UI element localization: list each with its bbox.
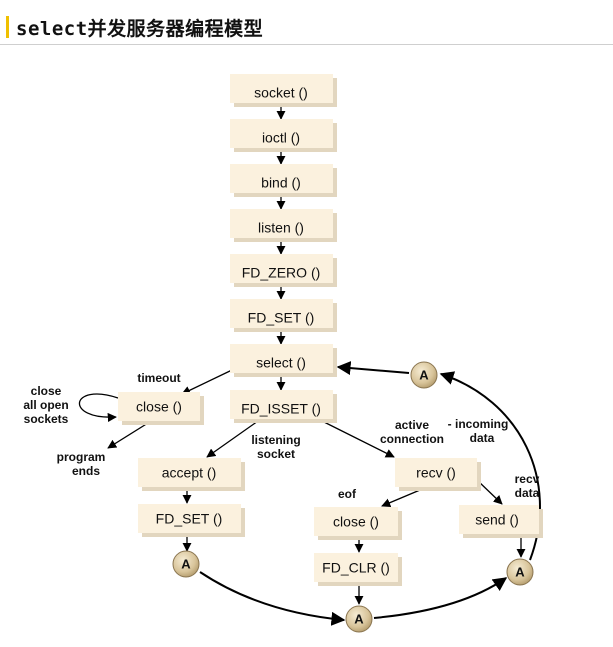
label-incoming-2: data (470, 431, 495, 445)
edge-fdisset-recv (321, 420, 395, 458)
connector-right: A (506, 558, 534, 586)
node-ioctl-label: ioctl () (262, 130, 300, 146)
node-close-eof: close () (314, 507, 402, 540)
label-close-all-3: sockets (24, 412, 69, 426)
node-fd-zero-label: FD_ZERO () (242, 265, 321, 281)
node-close-timeout-label: close () (136, 399, 182, 415)
node-send: send () (459, 505, 543, 538)
connector-bottom-label: A (354, 611, 364, 626)
label-active-1: active (395, 418, 429, 432)
title-bar: select并发服务器编程模型 (0, 0, 613, 46)
label-close-all-1: close (31, 384, 62, 398)
node-fd-isset-label: FD_ISSET () (241, 401, 321, 417)
node-recv: recv () (395, 458, 481, 491)
label-recv-data-1: recv (515, 472, 540, 486)
edge-close-program-ends (107, 422, 149, 449)
edge-arc-left-bottom (199, 571, 346, 626)
node-fd-set-accept: FD_SET () (138, 504, 245, 537)
node-fd-set-accept-label: FD_SET () (156, 511, 223, 527)
node-close-timeout: close () (118, 392, 204, 425)
connector-top-label: A (419, 367, 429, 382)
node-select: select () (230, 344, 337, 377)
node-socket-label: socket () (254, 85, 308, 101)
label-program-ends-2: ends (72, 464, 100, 478)
node-bind-label: bind () (261, 175, 301, 191)
title-divider (0, 44, 613, 45)
node-send-label: send () (475, 512, 519, 528)
connector-right-label: A (515, 564, 525, 579)
label-timeout: timeout (137, 371, 180, 385)
node-fd-clr: FD_CLR () (314, 553, 402, 586)
label-program-ends-1: program (57, 450, 106, 464)
page-title: select并发服务器编程模型 (16, 18, 264, 40)
node-accept-label: accept () (162, 465, 216, 481)
label-incoming-1: - incoming (448, 417, 509, 431)
nodes: socket () ioctl () bind () listen () FD_… (118, 74, 543, 586)
label-listening-1: listening (251, 433, 300, 447)
label-active-2: connection (380, 432, 444, 446)
node-listen: listen () (230, 209, 337, 242)
node-close-eof-label: close () (333, 514, 379, 530)
node-fd-clr-label: FD_CLR () (322, 560, 390, 576)
connector-bottom: A (345, 605, 373, 633)
edge-arc-bottom-right (373, 577, 508, 619)
edges (78, 105, 541, 626)
node-bind: bind () (230, 164, 337, 197)
label-eof: eof (338, 487, 357, 501)
edge-connector-select (336, 361, 410, 376)
edge-select-close (181, 369, 233, 395)
node-listen-label: listen () (258, 220, 304, 236)
edge-recv-close (381, 489, 421, 508)
connector-left: A (172, 550, 200, 578)
label-recv-data-2: data (515, 486, 540, 500)
label-listening-2: socket (257, 447, 295, 461)
connectors: A A A A (172, 361, 534, 633)
node-fd-set-main: FD_SET () (230, 299, 337, 332)
title-accent (6, 16, 9, 38)
node-recv-label: recv () (416, 465, 456, 481)
node-select-label: select () (256, 355, 306, 371)
node-fd-set-main-label: FD_SET () (248, 310, 315, 326)
connector-left-label: A (181, 556, 191, 571)
node-fd-zero: FD_ZERO () (230, 254, 337, 287)
edge-recv-send (476, 479, 503, 505)
node-fd-isset: FD_ISSET () (230, 390, 337, 423)
node-accept: accept () (138, 458, 245, 491)
connector-top: A (410, 361, 438, 389)
edge-labels: timeout close all open sockets program e… (23, 371, 539, 501)
node-ioctl: ioctl () (230, 119, 337, 152)
label-close-all-2: all open (23, 398, 68, 412)
edge-close-loop (78, 393, 119, 423)
node-socket: socket () (230, 74, 337, 107)
edge-fdisset-accept (206, 420, 259, 458)
